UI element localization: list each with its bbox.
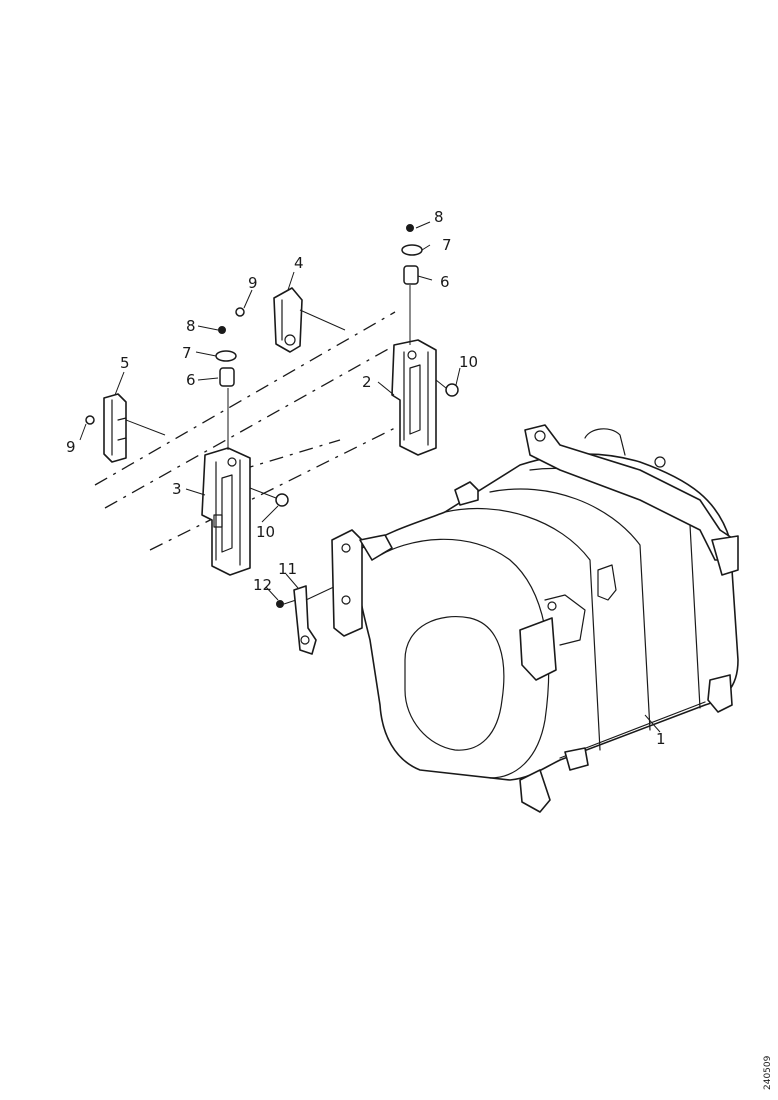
callout-7-left: 7 xyxy=(182,344,192,362)
hardware-stack-left xyxy=(215,326,237,450)
bolt-part-8-right xyxy=(406,224,414,232)
silencer-part-1 xyxy=(331,424,739,813)
frame-rail-ghost-lines xyxy=(94,311,396,551)
hardware-stack-right xyxy=(401,224,423,345)
callout-9-lower: 9 xyxy=(66,438,76,456)
bushing-part-6-left xyxy=(219,367,235,387)
nut-part-9-upper xyxy=(235,307,245,317)
support-bracket-part-3 xyxy=(201,447,251,576)
callout-8-left: 8 xyxy=(186,317,196,335)
callout-10-right: 10 xyxy=(459,353,478,371)
washer-part-7-left xyxy=(215,350,237,362)
callout-numbers: 1 2 3 4 5 6 6 7 7 8 8 9 9 10 10 11 12 xyxy=(66,208,666,748)
callout-9-upper: 9 xyxy=(248,274,258,292)
bolt-part-12 xyxy=(276,600,284,608)
support-bracket-part-2 xyxy=(391,339,437,456)
nut-part-10-right xyxy=(445,383,459,397)
callout-7-right: 7 xyxy=(442,236,452,254)
callout-1: 1 xyxy=(656,730,666,748)
nut-part-10-left xyxy=(275,493,289,507)
callout-8-right: 8 xyxy=(434,208,444,226)
bracket-part-4 xyxy=(273,287,346,353)
callout-3: 3 xyxy=(172,480,182,498)
callout-4: 4 xyxy=(294,254,304,272)
callout-10-left: 10 xyxy=(256,523,275,541)
callout-leaders xyxy=(79,221,461,601)
fasteners xyxy=(85,307,459,608)
callout-12: 12 xyxy=(253,576,272,594)
drawing-reference-number: 240509 xyxy=(763,1055,773,1090)
bolt-part-8-left xyxy=(218,326,226,334)
bushing-part-6-right xyxy=(403,265,419,285)
callout-6-right: 6 xyxy=(440,273,450,291)
callout-11: 11 xyxy=(278,560,297,578)
clip-part-11 xyxy=(293,584,339,655)
callout-2: 2 xyxy=(362,373,372,391)
washer-part-7-right xyxy=(401,244,423,256)
nut-part-9-lower xyxy=(85,415,95,425)
callout-5: 5 xyxy=(120,354,130,372)
bracket-part-5 xyxy=(103,393,166,463)
callout-6-left: 6 xyxy=(186,371,196,389)
